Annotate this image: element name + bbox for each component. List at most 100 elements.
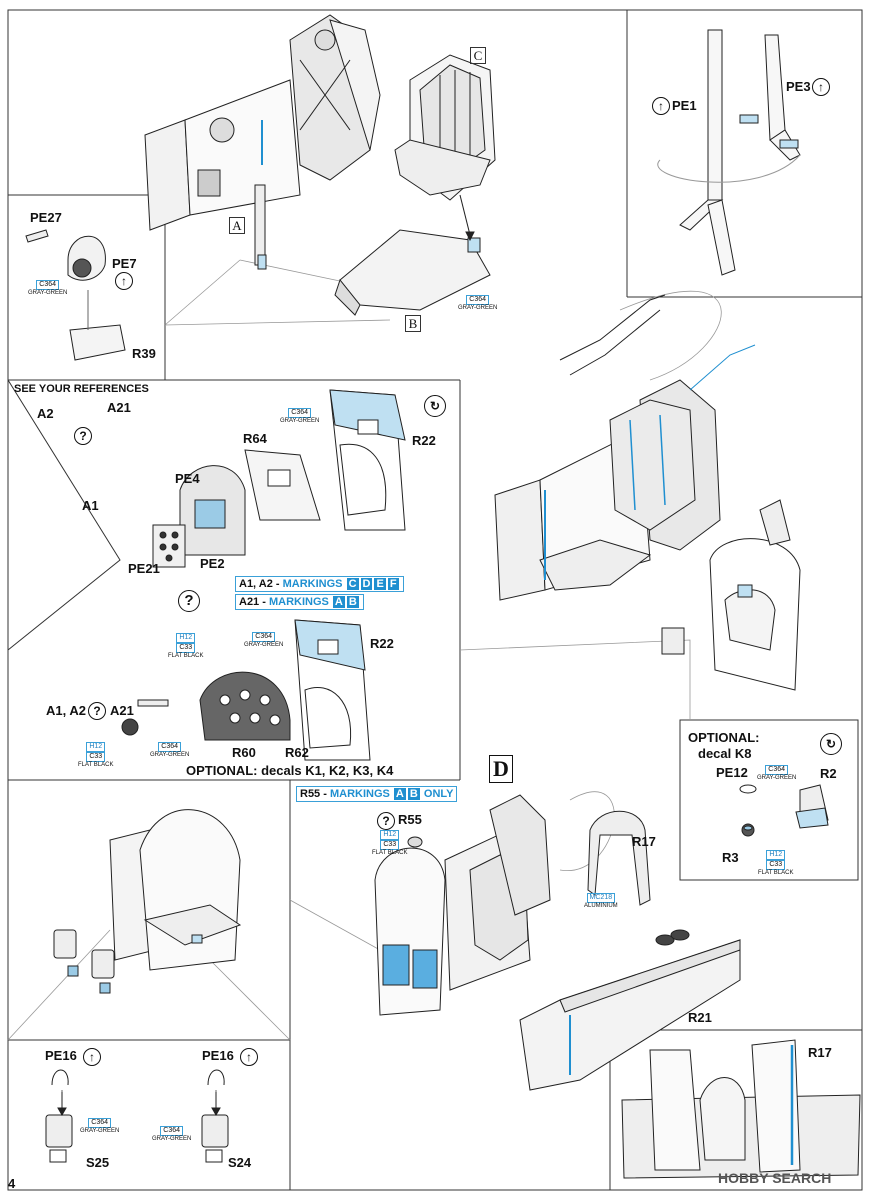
markings-word: MARKINGS [329, 788, 390, 800]
part-s25: S25 [86, 1155, 110, 1170]
part-a1-a2: A1, A2 [46, 703, 86, 718]
paint-name: GRAY-GREEN [80, 1128, 120, 1134]
question-icon: ? [88, 702, 106, 720]
markings-word: MARKINGS [282, 578, 343, 590]
part-a2: A2 [37, 406, 54, 421]
paint-name: GRAY-GREEN [150, 752, 190, 758]
question-icon: ? [178, 590, 200, 612]
paint-code: C33 [766, 860, 786, 870]
step-b-label: B [405, 315, 421, 332]
part-pe21: PE21 [128, 561, 160, 576]
cockpit-step-d [374, 794, 741, 1091]
part-r39: R39 [132, 346, 156, 361]
part-r22-lower: R22 [370, 636, 394, 651]
paint-name: FLAT BLACK [78, 762, 114, 768]
side-view-inset [621, 1039, 861, 1179]
harness-detail [657, 29, 801, 276]
part-pe7: PE7 [112, 256, 137, 271]
part-r2: R2 [820, 766, 837, 781]
markings-word: MARKINGS [268, 596, 329, 608]
paint-code: C364 [36, 280, 60, 290]
page-number: 4 [8, 1176, 16, 1191]
flip-icon: ↑ [240, 1048, 258, 1066]
pe16-details [45, 1069, 229, 1163]
paint-name: GRAY-GREEN [458, 305, 498, 311]
optional-decals-note: OPTIONAL: decals K1, K2, K3, K4 [186, 763, 394, 778]
marking-tag: B [407, 788, 420, 800]
see-references-note: SEE YOUR REFERENCES [14, 383, 149, 395]
marking-tag: A [393, 788, 406, 800]
paint-code: C33 [380, 840, 400, 850]
paint-code: C364 [252, 632, 276, 642]
optional-k8-decal: decal K8 [698, 746, 752, 761]
cockpit-assembled-mid [494, 294, 801, 691]
part-r62: R62 [285, 745, 309, 760]
rotate-icon: ↻ [820, 733, 842, 755]
paint-code: H12 [176, 633, 196, 643]
part-r64: R64 [243, 431, 267, 446]
paint-name: GRAY-GREEN [280, 418, 320, 424]
pe7-detail [25, 229, 126, 361]
step-a-label: A [229, 217, 245, 234]
flip-icon: ↑ [83, 1048, 101, 1066]
part-r21: R21 [688, 1010, 712, 1025]
part-pe1: PE1 [672, 98, 697, 113]
paint-name: GRAY-GREEN [152, 1136, 192, 1142]
marking-tag: F [387, 578, 399, 590]
part-pe2: PE2 [200, 556, 225, 571]
paint-code: C364 [765, 765, 789, 775]
paint-code: C364 [88, 1118, 112, 1128]
instrument-panel-parts [121, 389, 406, 761]
part-r60: R60 [232, 745, 256, 760]
paint-name: FLAT BLACK [758, 870, 794, 876]
marking-tag: A [332, 596, 345, 608]
markings-suffix: ONLY [423, 788, 454, 800]
part-r22-upper: R22 [412, 433, 436, 448]
paint-name: GRAY-GREEN [757, 775, 797, 781]
watermark: HOBBY SEARCH [718, 1170, 832, 1186]
part-a1: A1 [82, 498, 99, 513]
paint-name: FLAT BLACK [168, 653, 204, 659]
part-a21-lower: A21 [110, 703, 134, 718]
leader-lines [7, 259, 722, 1041]
part-r3: R3 [722, 850, 739, 865]
flip-icon: ↑ [115, 272, 133, 290]
marking-tag: C [346, 578, 359, 590]
paint-name: GRAY-GREEN [244, 642, 284, 648]
paint-code: H12 [86, 742, 106, 752]
part-pe27: PE27 [30, 210, 62, 225]
panel-frame-lines [7, 9, 863, 1191]
paint-code: C364 [466, 295, 490, 305]
markings-prefix: R55 - [300, 788, 330, 800]
part-s24: S24 [228, 1155, 252, 1170]
marking-tag: B [346, 596, 359, 608]
markings-prefix: A1, A2 - [239, 578, 283, 590]
paint-code: C364 [158, 742, 182, 752]
paint-code: MC218 [586, 893, 616, 903]
assembly-arrows [57, 194, 475, 1117]
cockpit-lower-left [53, 809, 242, 994]
paint-name: FLAT BLACK [372, 850, 408, 856]
part-pe16-right: PE16 [202, 1048, 234, 1063]
part-r55: R55 [398, 812, 422, 827]
marking-tag: D [360, 578, 373, 590]
paint-code: H12 [380, 830, 400, 840]
question-icon: ? [74, 427, 92, 445]
paint-name: ALUMINIUM [584, 903, 618, 909]
part-a21: A21 [107, 400, 131, 415]
marking-tag: E [374, 578, 386, 590]
